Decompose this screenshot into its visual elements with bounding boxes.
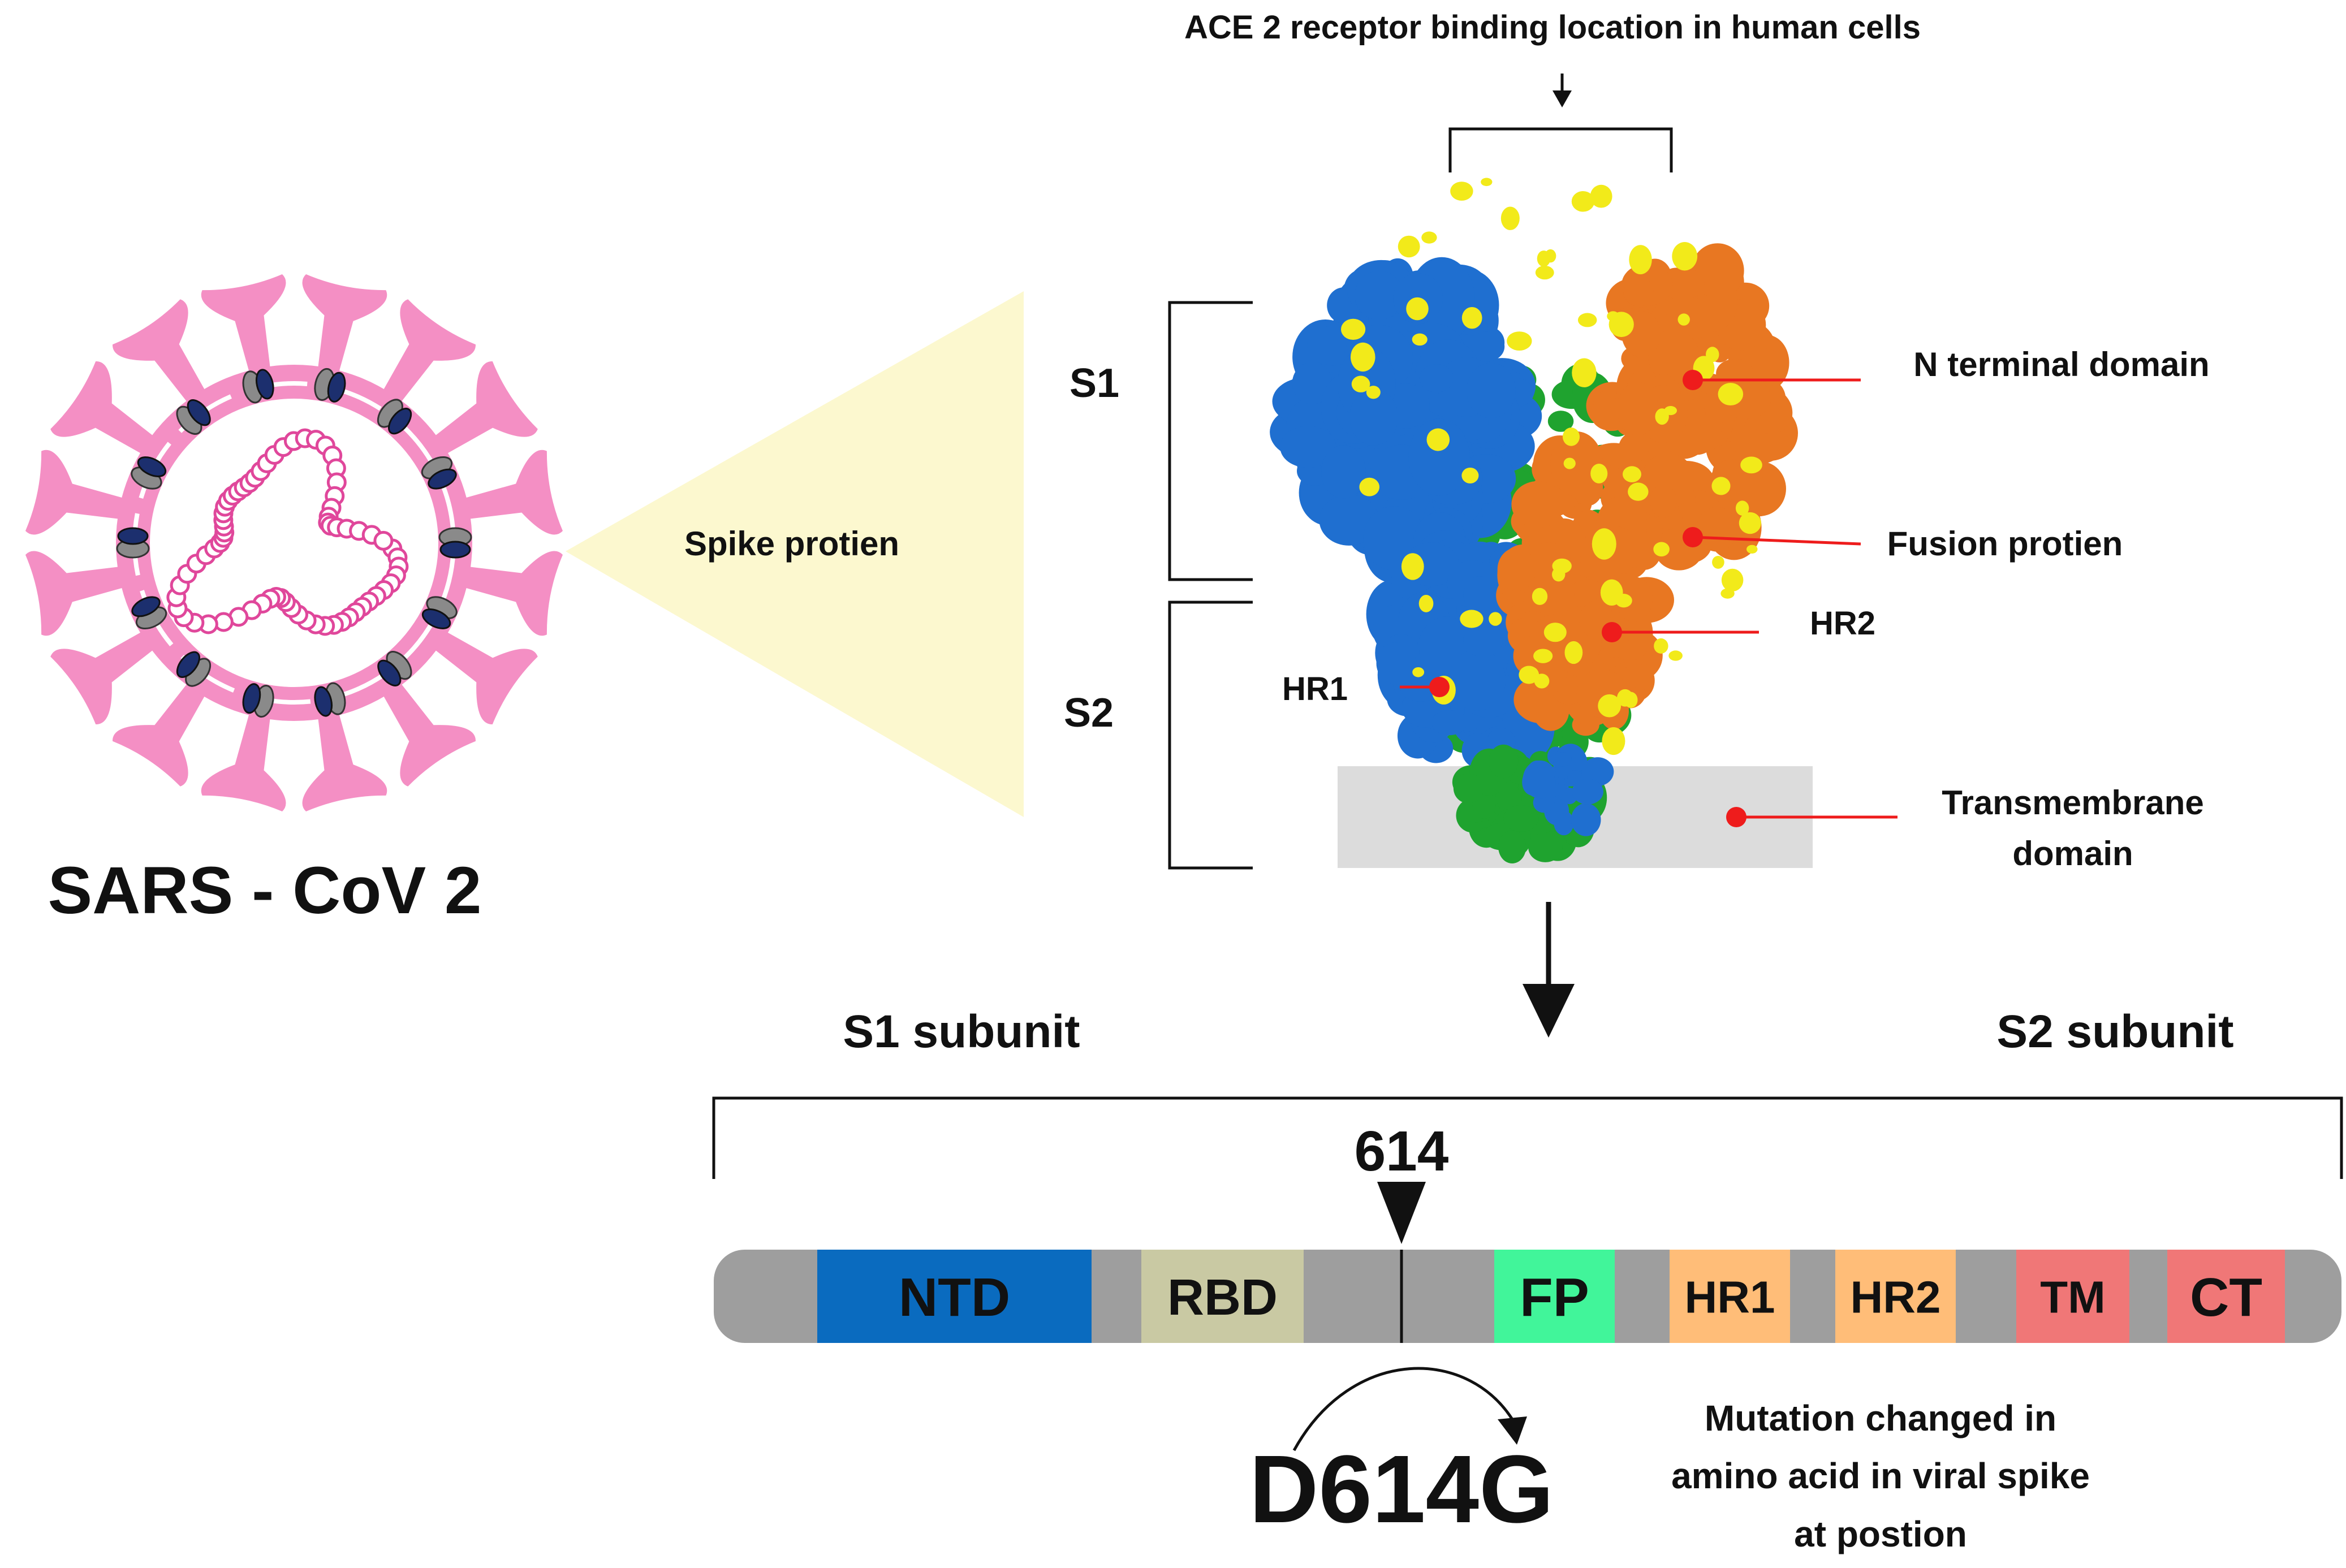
membrane-protein <box>377 651 412 686</box>
chain-a-density <box>1270 257 1542 583</box>
domain-segment-ct <box>2167 1250 2285 1343</box>
ace2-binding-label: ACE 2 receptor binding location in human… <box>1184 9 1921 46</box>
s2-bracket-label: S2 <box>1064 690 1114 736</box>
membrane-protein <box>314 682 346 717</box>
mutation-arc-arrow-head <box>1498 1416 1527 1445</box>
envelope-spike <box>50 361 159 457</box>
s1-bracket <box>1168 301 1253 581</box>
mutation-description-line1: Mutation changed in <box>1705 1398 2056 1439</box>
envelope-spike <box>113 299 209 408</box>
envelope-spike <box>201 707 286 812</box>
membrane-protein <box>131 456 167 490</box>
domain-label-fp: FP <box>1520 1267 1589 1328</box>
hr1-label: HR1 <box>1282 671 1348 707</box>
envelope-spike <box>25 551 130 636</box>
envelope-spike <box>429 628 538 724</box>
membrane-protein <box>131 596 167 630</box>
domain-segment-fp <box>1494 1250 1615 1343</box>
membrane-protein <box>116 527 150 559</box>
structure-to-map-arrow-head <box>1523 984 1575 1038</box>
domain-segment-tm <box>2016 1250 2129 1343</box>
domain-label-hr2: HR2 <box>1850 1272 1940 1322</box>
envelope-spike <box>380 299 476 408</box>
domain-segment-hr2 <box>1835 1250 1956 1343</box>
fusion-marker <box>1683 527 1703 547</box>
hr2-label: HR2 <box>1810 605 1875 642</box>
mutation-description-line3: at postion <box>1794 1514 1967 1554</box>
membrane-protein <box>176 651 212 687</box>
mutation-arc-arrow <box>1292 1367 1517 1452</box>
envelope-spike <box>25 450 130 535</box>
envelope-spike <box>50 628 159 724</box>
envelope-spike <box>458 551 563 636</box>
mutation-description-line2: amino acid in viral spike <box>1671 1455 2090 1496</box>
membrane-protein <box>176 399 211 435</box>
position-614-label: 614 <box>1355 1120 1449 1183</box>
fusion-label: Fusion protien <box>1887 525 2123 563</box>
s2-subunit-label: S2 subunit <box>1996 1006 2233 1057</box>
hr1-marker <box>1429 677 1450 697</box>
domain-label-tm: TM <box>2040 1272 2106 1322</box>
viral-rna <box>166 428 409 636</box>
spike-trimer-structure <box>1270 178 1798 864</box>
membrane-protein <box>242 683 274 718</box>
virus-name: SARS - CoV 2 <box>48 853 481 928</box>
envelope-spike <box>113 678 209 787</box>
membrane-protein <box>377 399 412 435</box>
envelope-spike <box>302 707 387 812</box>
domain-label-rbd: RBD <box>1167 1269 1278 1326</box>
ace2-bracket <box>1448 127 1673 172</box>
s2-bracket <box>1168 601 1253 870</box>
domain-label-ntd: NTD <box>899 1267 1010 1328</box>
s1-subunit-label: S1 subunit <box>843 1006 1080 1057</box>
sars-cov-2-virion <box>25 274 563 812</box>
domain-bar: NTD RBD FP HR1 HR2 TM CT <box>714 1250 2341 1343</box>
membrane-protein <box>421 596 458 629</box>
n-terminal-label: N terminal domain <box>1913 345 2209 383</box>
subunit-bracket <box>712 1096 2343 1179</box>
membrane-protein <box>421 456 457 490</box>
domain-segment-ntd <box>817 1250 1092 1343</box>
envelope-spike <box>380 678 476 787</box>
domain-segment-hr1 <box>1670 1250 1790 1343</box>
spike-callout-label: Spike protien <box>684 525 899 563</box>
stalk-density-blue <box>1522 744 1614 836</box>
envelope-spike <box>201 274 286 379</box>
position-614-pointer <box>1377 1182 1426 1244</box>
transmembrane-label-line1: Transmembrane <box>1942 784 2204 822</box>
envelope-spike <box>429 361 538 457</box>
hr2-marker <box>1602 622 1622 642</box>
structure-annotations <box>1400 370 1897 827</box>
domain-segment-rbd <box>1141 1250 1304 1343</box>
envelope-spike <box>302 274 387 379</box>
domain-label-ct: CT <box>2190 1267 2262 1328</box>
s1-bracket-label: S1 <box>1070 361 1119 406</box>
n-terminal-marker <box>1683 370 1703 390</box>
transmembrane-marker <box>1726 807 1746 827</box>
domain-label-hr1: HR1 <box>1684 1272 1775 1322</box>
membrane-protein <box>314 368 346 403</box>
transmembrane-label-line2: domain <box>2012 835 2133 872</box>
spike-callout-triangle <box>566 291 1024 817</box>
envelope-spike <box>458 450 563 535</box>
membrane-protein <box>242 369 274 404</box>
stalk-density <box>1452 744 1607 864</box>
glycan-density <box>1340 178 1762 755</box>
ace2-arrow-head <box>1552 90 1572 107</box>
membrane-protein <box>438 527 472 559</box>
mutation-name: D614G <box>1249 1436 1554 1543</box>
